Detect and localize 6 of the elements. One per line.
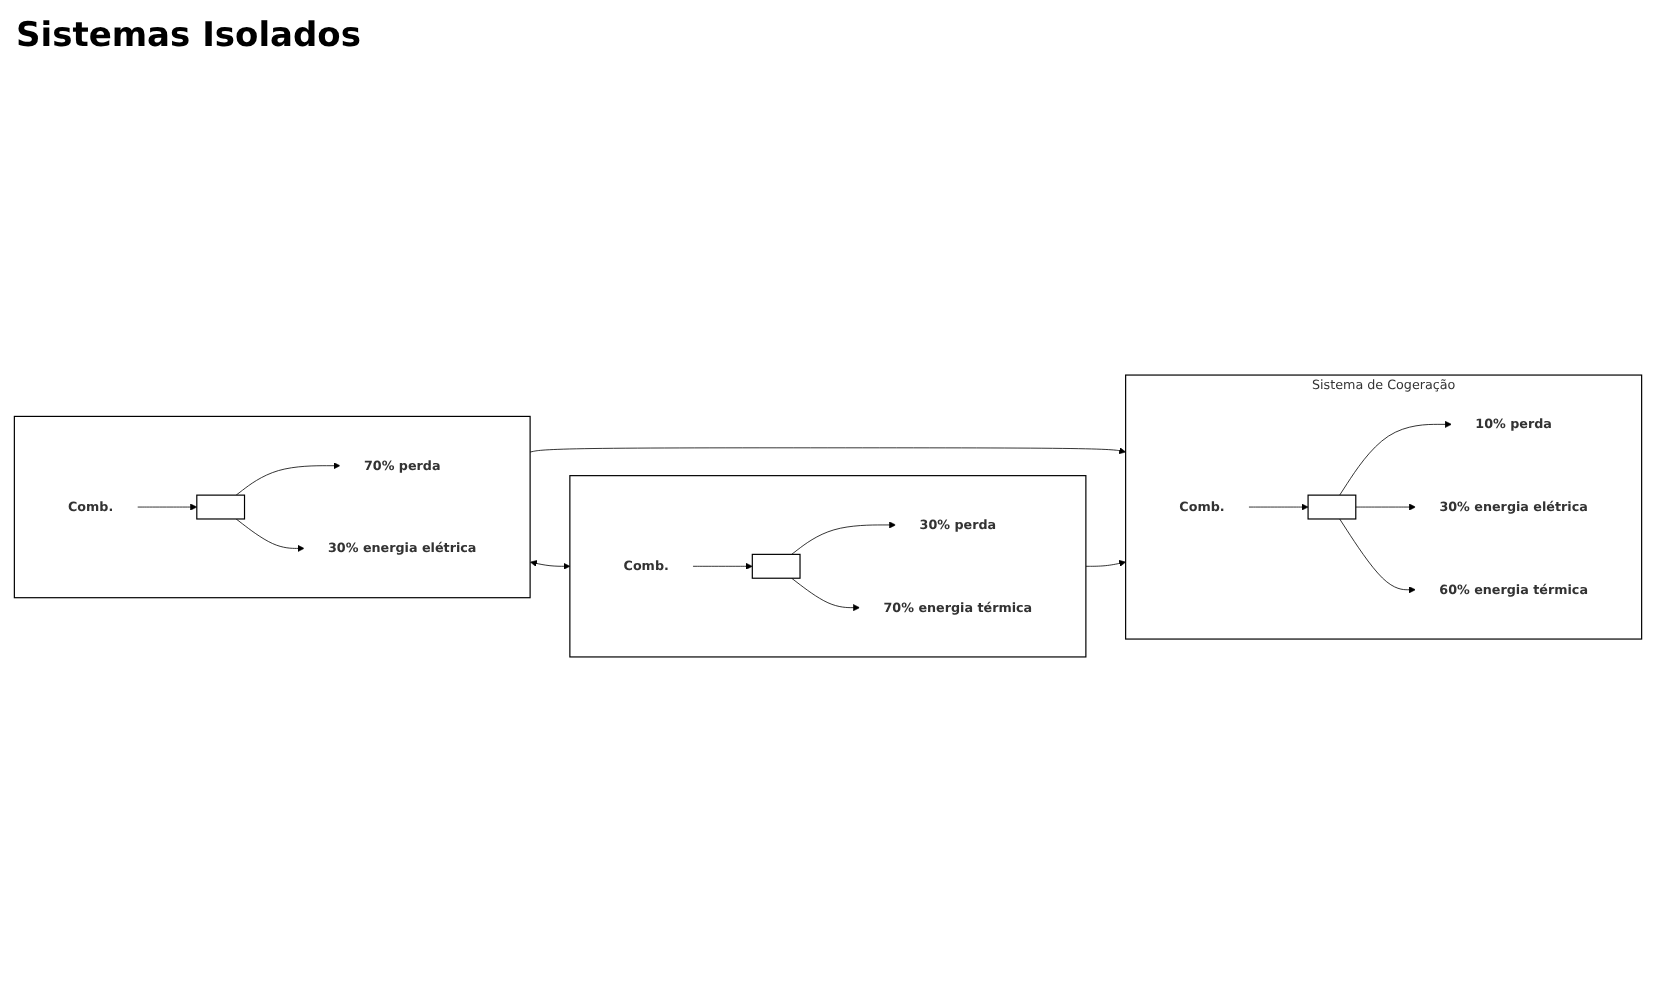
node-box bbox=[195, 494, 245, 520]
cluster bbox=[568, 475, 1086, 658]
diagram-label: Sistemas Isolados bbox=[16, 16, 363, 56]
cluster bbox=[12, 415, 530, 599]
node-box bbox=[1306, 494, 1356, 520]
node-box bbox=[750, 553, 800, 579]
